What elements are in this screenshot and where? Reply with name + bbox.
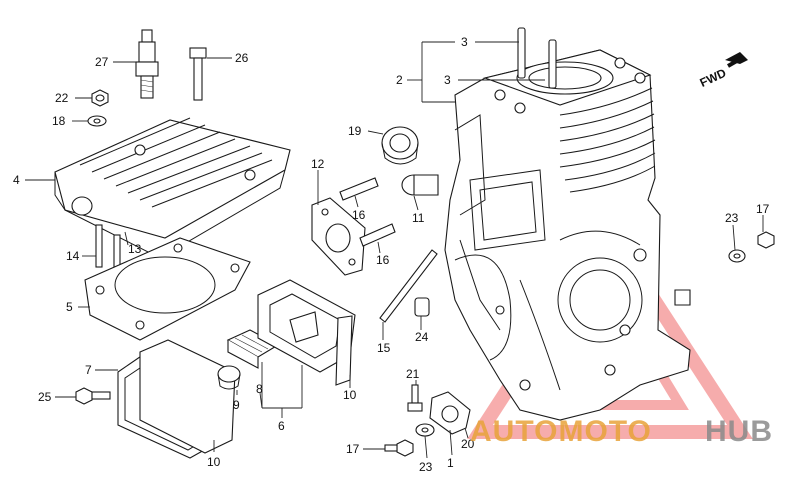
washer bbox=[415, 423, 435, 437]
callout-6: 6 bbox=[278, 419, 285, 433]
callout-23: 23 bbox=[419, 460, 433, 474]
cylinder-block bbox=[444, 27, 691, 421]
callout-15: 15 bbox=[377, 341, 391, 355]
callout-25: 25 bbox=[38, 390, 52, 404]
breather-filter bbox=[226, 329, 280, 369]
callout-14: 14 bbox=[66, 249, 80, 263]
bolt bbox=[407, 384, 423, 412]
callout-21: 21 bbox=[406, 367, 420, 381]
callout-24: 24 bbox=[415, 330, 429, 344]
callout-10: 10 bbox=[207, 455, 221, 469]
callout-4: 4 bbox=[13, 173, 20, 187]
callout-19: 19 bbox=[348, 124, 362, 138]
callout-17: 17 bbox=[346, 442, 360, 456]
callout-10: 10 bbox=[343, 388, 357, 402]
cylinder-head bbox=[54, 117, 291, 259]
bolt bbox=[75, 387, 111, 405]
forward-label: FWD bbox=[698, 66, 729, 90]
oil-guide-plate bbox=[429, 391, 471, 435]
cover-gasket bbox=[139, 339, 236, 454]
stud-bolt bbox=[339, 177, 396, 247]
callout-16: 16 bbox=[376, 253, 390, 267]
insulator-plate bbox=[311, 197, 366, 276]
callout-labels: 1 2 3 3 4 5 6 7 8 9 10 10 11 12 13 14 15… bbox=[13, 35, 770, 474]
leader-lines bbox=[25, 41, 764, 459]
washer bbox=[728, 249, 746, 263]
callout-18: 18 bbox=[52, 114, 66, 128]
watermark-brand-primary: AUTOMOTO bbox=[470, 415, 652, 448]
nut bbox=[91, 89, 109, 107]
callout-11: 11 bbox=[412, 211, 425, 225]
callout-26: 26 bbox=[235, 51, 249, 65]
callout-20: 20 bbox=[461, 437, 475, 451]
bolt bbox=[189, 47, 207, 101]
callout-16: 16 bbox=[352, 208, 366, 222]
watermark-text: AUTOMOTO HUB bbox=[470, 415, 773, 448]
callout-5: 5 bbox=[66, 300, 73, 314]
callout-8: 8 bbox=[256, 382, 263, 396]
breather-chamber bbox=[257, 279, 356, 386]
oil-seal bbox=[381, 126, 419, 165]
spark-plug bbox=[135, 29, 159, 99]
dowel-pin bbox=[414, 297, 430, 317]
callout-23: 23 bbox=[725, 211, 739, 225]
forward-arrow-icon bbox=[725, 52, 748, 68]
callout-7: 7 bbox=[85, 363, 92, 377]
callout-3: 3 bbox=[461, 35, 468, 49]
callout-22: 22 bbox=[55, 91, 69, 105]
callout-17: 17 bbox=[756, 202, 770, 216]
callout-3: 3 bbox=[444, 73, 451, 87]
callout-12: 12 bbox=[311, 157, 325, 171]
breather-cup bbox=[217, 365, 241, 390]
drain-bolt bbox=[757, 231, 775, 249]
watermark-brand-secondary: HUB bbox=[705, 415, 773, 448]
callout-13: 13 bbox=[128, 242, 142, 256]
head-gasket bbox=[84, 237, 251, 341]
callout-9: 9 bbox=[233, 398, 240, 412]
long-stud bbox=[379, 249, 438, 323]
breather-cap bbox=[401, 174, 439, 196]
callout-1: 1 bbox=[447, 456, 454, 470]
callout-27: 27 bbox=[95, 55, 109, 69]
drain-bolt bbox=[384, 439, 414, 457]
callout-2: 2 bbox=[396, 73, 403, 87]
washer bbox=[87, 115, 107, 127]
